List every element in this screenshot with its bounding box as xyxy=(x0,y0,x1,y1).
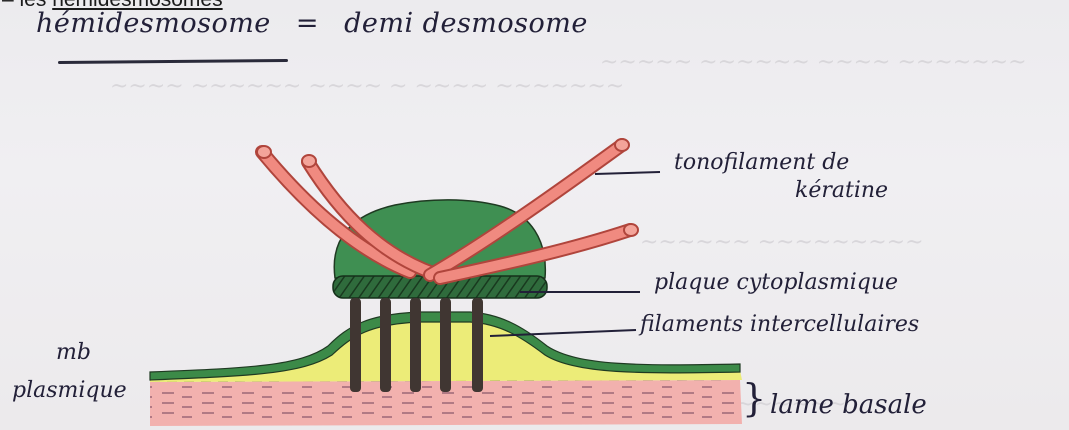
label-plasmique: plasmique xyxy=(12,378,127,403)
tonofilament-end xyxy=(302,155,316,167)
label-mb: mb xyxy=(56,340,91,365)
tonofilament-end xyxy=(615,139,629,151)
intercellular-filament xyxy=(410,298,421,392)
label-filaments: filaments intercellulaires xyxy=(640,312,919,337)
brace: } xyxy=(742,376,766,420)
label-keratine: kératine xyxy=(795,178,888,203)
tonofilament-end xyxy=(624,224,638,236)
intercellular-filament xyxy=(350,298,361,392)
intercellular-filament xyxy=(472,298,483,392)
leader-tonofilament xyxy=(595,172,660,174)
tonofilament-end xyxy=(257,146,271,158)
label-lame-basale: lame basale xyxy=(770,390,927,420)
intercellular-filament xyxy=(440,298,451,392)
intercellular-filament xyxy=(380,298,391,392)
label-tonofilament: tonofilament de xyxy=(674,150,849,175)
label-plaque: plaque cytoplasmique xyxy=(654,270,898,295)
